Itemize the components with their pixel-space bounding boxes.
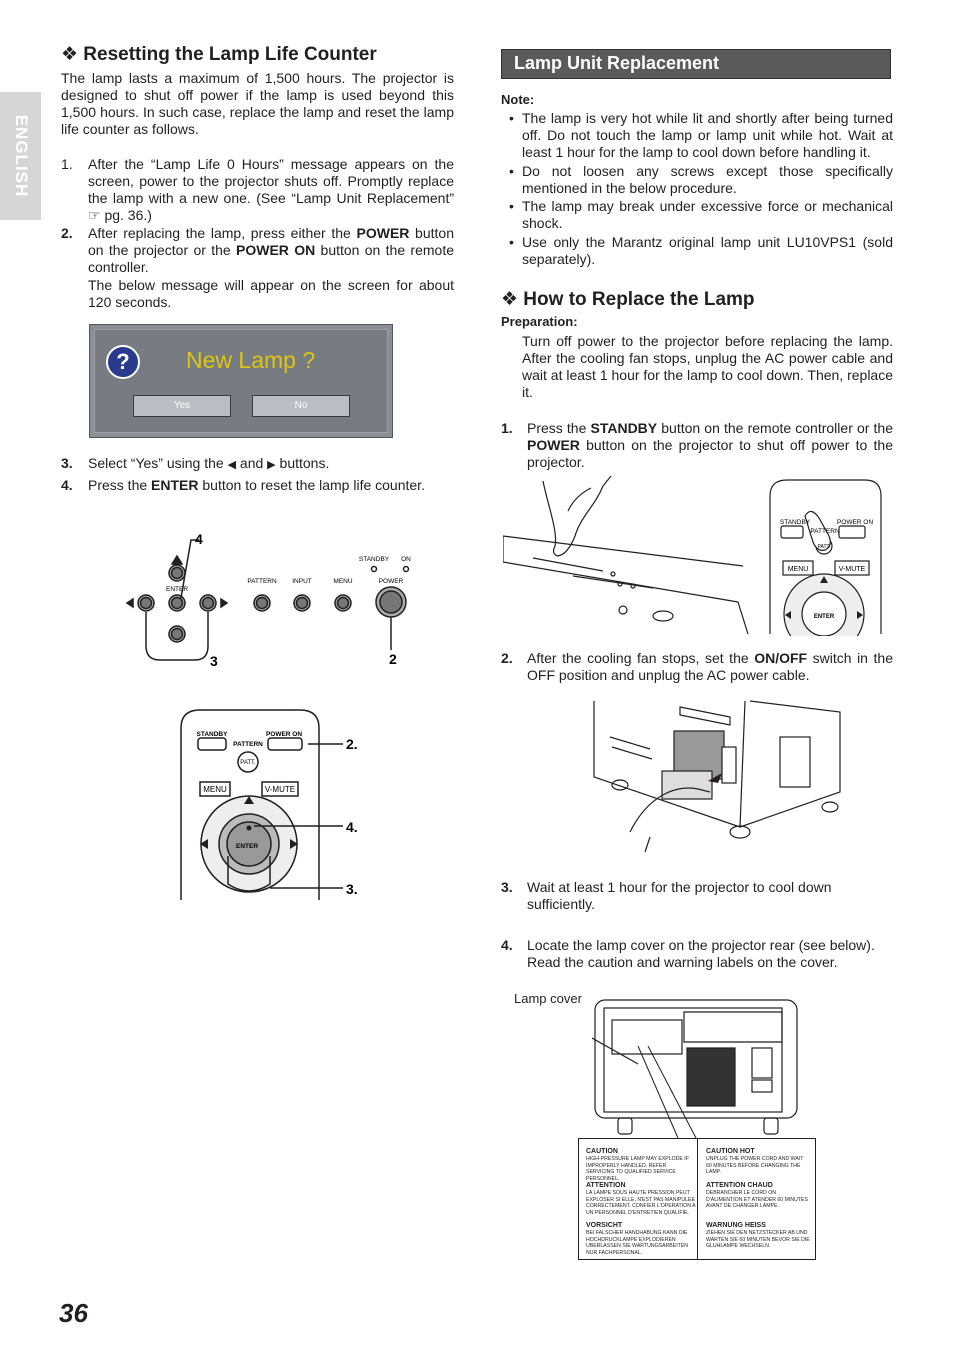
projector-unplug-figure — [593, 700, 841, 853]
on-label: ON — [401, 556, 411, 563]
mini-remote-pattern: PATTERN — [810, 528, 840, 535]
remote-control-figure: STANDBY POWER ON PATTERN PATT. MENU V-MU… — [180, 709, 358, 900]
step-num: 4. — [61, 477, 73, 493]
callout-4: 4. — [346, 819, 358, 835]
page-number: 36 — [59, 1298, 88, 1328]
callout-3: 3. — [346, 881, 358, 897]
remote-patt-label: PATT. — [240, 760, 256, 766]
mini-remote-menu: MENU — [788, 566, 809, 573]
mini-remote-power-on: POWER ON — [837, 519, 873, 526]
step-text: Press the ENTER button to reset the lamp… — [88, 477, 425, 493]
power-label: POWER — [379, 578, 404, 585]
question-icon: ? — [106, 345, 140, 379]
mini-remote-vmute: V-MUTE — [839, 566, 866, 573]
step-text: After the cooling fan stops, set the ON/… — [527, 650, 893, 683]
step-num: 3. — [61, 455, 73, 471]
label-callout-lines — [637, 1045, 697, 1139]
note-label: Note: — [501, 92, 535, 107]
projector-control-panel-figure: ENTER PATTERN INPUT MENU POWER STANDBY O… — [125, 531, 411, 668]
note-item: Do not loosen any screws except those sp… — [522, 163, 893, 196]
mini-remote-patt: PATT. — [818, 544, 831, 550]
mini-remote-figure: STANDBY POWER ON PATTERN PATT. MENU V-MU… — [769, 479, 882, 636]
remote-pattern-label: PATTERN — [233, 741, 263, 748]
input-label: INPUT — [292, 578, 312, 585]
step-num: 1. — [501, 420, 513, 436]
step-text: Wait at least 1 hour for the projector t… — [527, 879, 832, 912]
remote-vmute-label: V-MUTE — [265, 785, 295, 794]
menu-label: MENU — [333, 578, 352, 585]
no-button[interactable]: No — [252, 395, 350, 417]
language-tab-label: ENGLISH — [11, 114, 31, 198]
bullet-icon: • — [509, 234, 514, 250]
step-num: 4. — [501, 937, 513, 953]
mini-remote-standby: STANDBY — [780, 519, 811, 526]
yes-button[interactable]: Yes — [133, 395, 231, 417]
pattern-label: PATTERN — [247, 578, 277, 585]
step-text: Locate the lamp cover on the projector r… — [527, 937, 875, 970]
step-num: 2. — [61, 225, 73, 241]
callout-3: 3 — [210, 653, 218, 668]
remote-standby-label: STANDBY — [197, 731, 229, 738]
remote-power-on-label: POWER ON — [266, 731, 302, 738]
lamp-cover-label: Lamp cover — [514, 991, 582, 1006]
note-item: Use only the Marantz original lamp unit … — [522, 234, 893, 267]
step-text: After the “Lamp Life 0 Hours” message ap… — [88, 156, 454, 223]
step-num: 1. — [61, 156, 73, 172]
step-num: 2. — [501, 650, 513, 666]
bullet-icon: • — [509, 198, 514, 214]
enter-label: ENTER — [166, 586, 188, 593]
remote-enter-label: ENTER — [236, 843, 258, 850]
section-banner: Lamp Unit Replacement — [501, 49, 891, 79]
callout-4: 4 — [195, 531, 203, 547]
bullet-icon: • — [509, 163, 514, 179]
step-text: Select “Yes” using the ◀ and ▶ buttons. — [88, 455, 330, 471]
projector-top-hand-figure — [503, 476, 749, 634]
section-heading-replace: ❖ How to Replace the Lamp — [501, 289, 755, 310]
dialog-title: New Lamp ? — [186, 347, 316, 373]
left-arrow-icon: ◀ — [227, 459, 237, 471]
preparation-text: Turn off power to the projector before r… — [522, 333, 893, 400]
section-heading-reset: ❖ Resetting the Lamp Life Counter — [61, 44, 377, 65]
right-arrow-icon: ▶ — [267, 459, 276, 471]
bullet-icon: • — [509, 110, 514, 126]
remote-menu-label: MENU — [203, 785, 227, 794]
callout-2: 2. — [346, 736, 358, 752]
step-num: 3. — [501, 879, 513, 895]
reset-intro: The lamp lasts a maximum of 1,500 hours.… — [61, 70, 454, 137]
mini-remote-enter: ENTER — [814, 614, 835, 620]
language-tab: ENGLISH — [0, 92, 41, 220]
step-text: The below message will appear on the scr… — [88, 277, 454, 310]
preparation-label: Preparation: — [501, 314, 578, 329]
callout-2: 2 — [389, 651, 397, 667]
new-lamp-dialog: ? New Lamp ? Yes No — [89, 324, 393, 438]
note-item: The lamp is very hot while lit and short… — [522, 110, 893, 160]
step-text: Press the STANDBY button on the remote c… — [527, 420, 894, 470]
note-item: The lamp may break under excessive force… — [522, 198, 893, 231]
projector-rear-figure — [592, 999, 798, 1135]
standby-label: STANDBY — [359, 556, 390, 563]
step-text: After replacing the lamp, press either t… — [88, 225, 455, 275]
